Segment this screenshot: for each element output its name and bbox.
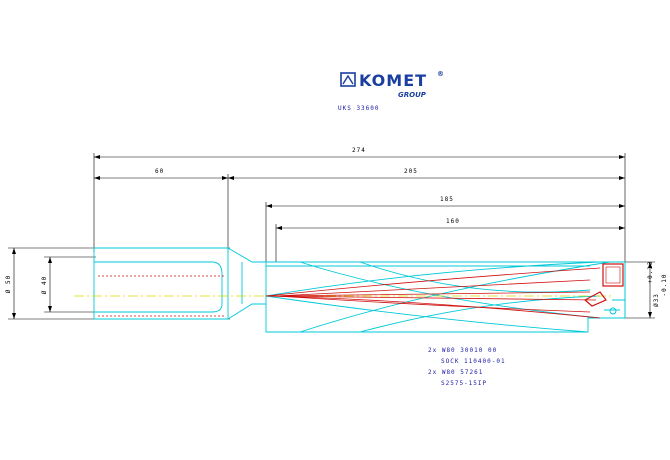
logo-name: KOMET <box>359 71 427 90</box>
komet-logo: KOMET ® GROUP <box>340 70 444 99</box>
logo-reg-mark: ® <box>437 70 444 78</box>
dim-shank-diameter: Ø 40 <box>41 276 48 294</box>
dim-overall-length: 274 <box>352 147 366 154</box>
outer-insert <box>602 263 624 287</box>
cutting-inserts <box>583 263 624 307</box>
part-number: UKS 33600 <box>338 105 380 112</box>
drill-head <box>600 261 626 319</box>
shank-inner-bore <box>94 261 223 313</box>
inner-insert <box>583 291 607 307</box>
dim-body-length: 205 <box>404 168 418 175</box>
coolant-channels <box>98 267 601 319</box>
dim-shank-length: 60 <box>155 168 164 175</box>
dim-flange-diameter: Ø 50 <box>5 275 12 293</box>
insert-1-part: SOCK 110400-01 <box>441 358 506 365</box>
logo-group: GROUP <box>398 91 427 99</box>
logo-emblem-mark <box>342 74 354 85</box>
insert-1-spec: 2x W80 30010 00 <box>428 347 497 354</box>
dim-drilling-depth: 160 <box>446 218 460 225</box>
dim-drill-diameter: Ø33 <box>653 293 660 307</box>
logo-emblem-icon <box>340 72 356 87</box>
shank-body <box>93 247 229 320</box>
flange-transition <box>227 247 266 320</box>
insert-2-spec: 2x W80 57261 <box>428 369 483 376</box>
dim-tolerance-upper: +0.13 <box>647 260 654 283</box>
flute-lines <box>265 261 611 333</box>
dim-usable-length: 185 <box>440 196 454 203</box>
dimension-arrows <box>12 155 652 319</box>
dim-tolerance-lower: -0.10 <box>661 273 668 296</box>
dimension-lines <box>8 153 655 320</box>
tool-outline <box>93 247 626 333</box>
insert-2-part: S2575-15IP <box>441 380 487 387</box>
insert-screw <box>609 307 617 315</box>
